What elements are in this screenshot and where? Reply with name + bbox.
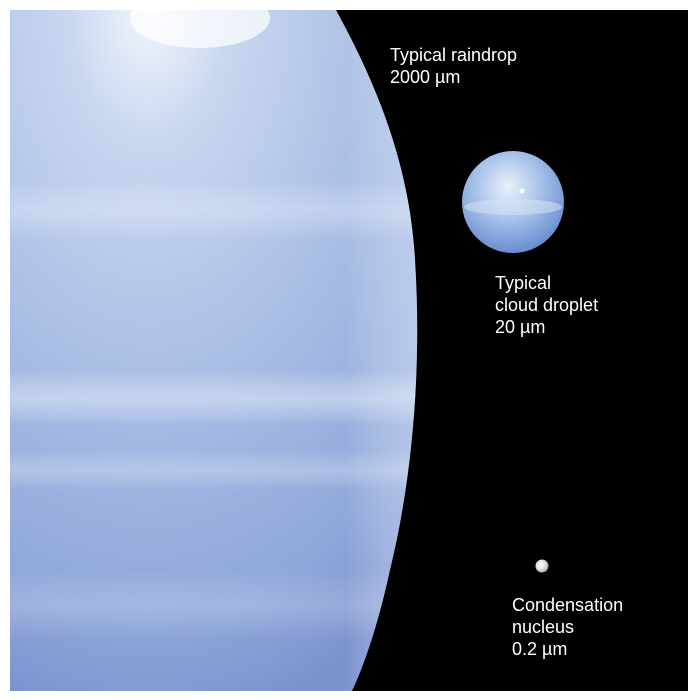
cloud-droplet-label: Typical cloud droplet 20 µm xyxy=(495,272,598,338)
condensation-nucleus-sphere xyxy=(535,559,549,573)
cloud-droplet-name-line2: cloud droplet xyxy=(495,295,599,315)
condensation-nucleus-label: Condensation nucleus 0.2 µm xyxy=(512,594,623,660)
cloud-droplet-size: 20 µm xyxy=(495,317,546,337)
droplet-size-diagram: Typical raindrop 2000 µm Typical cloud d… xyxy=(10,10,688,691)
raindrop-label: Typical raindrop 2000 µm xyxy=(390,44,517,88)
nucleus-name-line2: nucleus xyxy=(512,617,575,637)
nucleus-size: 0.2 µm xyxy=(512,639,568,659)
diagram-canvas xyxy=(10,10,564,691)
nucleus-name-line1: Condensation xyxy=(512,595,624,615)
raindrop-sphere xyxy=(10,10,418,691)
cloud-droplet-name-line1: Typical xyxy=(495,273,552,293)
raindrop-name: Typical raindrop xyxy=(390,45,518,65)
raindrop-size: 2000 µm xyxy=(390,67,461,87)
cloud-droplet-sphere xyxy=(462,151,564,253)
